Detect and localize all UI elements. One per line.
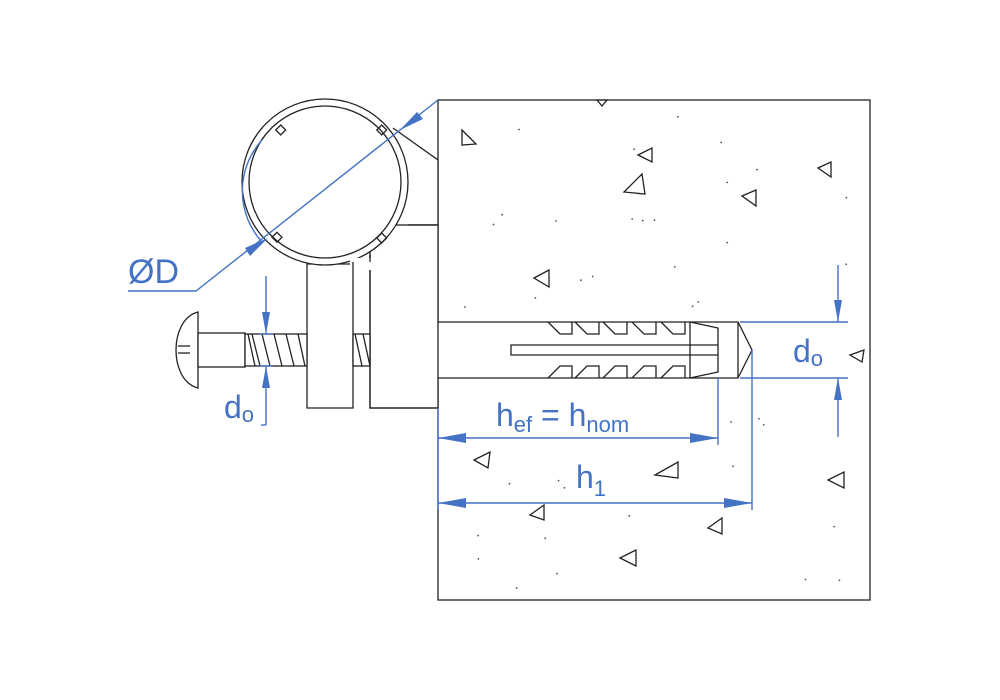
plug-teeth: [547, 321, 686, 379]
screw-threads: [247, 333, 371, 367]
aggregate-dot: [580, 279, 582, 282]
d0-right-label: do: [793, 333, 823, 371]
plug-tooth: [574, 365, 600, 379]
plug-tooth: [660, 321, 686, 335]
aggregate-triangle: [622, 172, 646, 195]
plug-tooth: [631, 321, 657, 335]
clamp-notches: [271, 124, 388, 244]
dimension-h1: h1: [438, 350, 753, 510]
aggregate-dot: [758, 417, 760, 420]
aggregate-triangle: [532, 268, 550, 289]
aggregate-dot: [653, 219, 656, 222]
aggregate-dot: [518, 128, 520, 131]
aggregate-dot: [464, 306, 466, 308]
aggregate-triangle: [652, 460, 679, 479]
aggregate-dot: [557, 479, 560, 482]
plug-tooth: [574, 321, 600, 335]
diameter-label: ØD: [128, 253, 179, 291]
wall-plug: [438, 321, 753, 379]
aggregate-dot: [628, 514, 631, 517]
aggregate-triangle: [848, 349, 865, 364]
aggregate-triangle: [472, 450, 491, 470]
aggregate-dot: [677, 115, 679, 118]
dimension-hef: hef = hnom: [437, 378, 719, 510]
plug-tooth: [602, 365, 628, 379]
screw: [175, 311, 371, 389]
aggregate-dot: [515, 587, 518, 589]
aggregate-dot: [534, 296, 537, 299]
aggregate-dot: [691, 305, 694, 308]
aggregate-dot: [762, 423, 765, 426]
aggregate-dot: [477, 557, 480, 560]
aggregate-dot: [501, 213, 504, 216]
dimension-d0-screw: do: [224, 276, 273, 427]
aggregate-triangle: [461, 128, 478, 146]
aggregate-triangles: [461, 99, 865, 568]
hef-label: hef = hnom: [496, 397, 629, 437]
aggregate-triangle: [816, 160, 832, 179]
pipe-clamp: [241, 98, 439, 409]
aggregate-dot: [673, 265, 676, 268]
aggregate-triangle: [740, 189, 757, 208]
aggregate-dot: [591, 275, 594, 278]
aggregate-triangle: [706, 516, 723, 535]
aggregate-dot: [732, 465, 734, 468]
aggregate-dot: [726, 241, 729, 244]
dimension-diameter: ØD: [128, 99, 439, 292]
aggregate-dot: [730, 421, 732, 423]
aggregate-dot: [544, 537, 547, 540]
aggregate-triangle: [528, 503, 545, 521]
aggregate-dot: [756, 168, 758, 171]
aggregate-triangle: [636, 146, 653, 164]
plug-tooth: [547, 365, 573, 379]
aggregate-dot: [477, 534, 479, 537]
aggregate-dot: [838, 579, 841, 582]
aggregate-dots: [464, 115, 848, 589]
aggregate-dot: [508, 482, 511, 485]
aggregate-dot: [726, 181, 729, 184]
aggregate-dot: [833, 525, 836, 528]
aggregate-dot: [804, 578, 807, 581]
aggregate-dot: [641, 219, 644, 222]
concrete-block: [437, 99, 871, 601]
aggregate-dot: [556, 572, 558, 575]
aggregate-dot: [845, 196, 848, 199]
aggregate-dot: [697, 300, 700, 303]
aggregate-triangle: [826, 470, 845, 490]
aggregate-dot: [633, 148, 636, 151]
aggregate-dot: [631, 218, 634, 220]
aggregate-triangle: [618, 548, 637, 568]
plug-tooth: [547, 321, 573, 335]
plug-tooth: [631, 365, 657, 379]
aggregate-dot: [492, 223, 495, 226]
d0-left-label: do: [224, 389, 254, 427]
aggregate-triangle: [595, 99, 609, 108]
dimension-d0-hole: do: [740, 265, 848, 437]
aggregate-dot: [555, 220, 557, 222]
aggregate-dot: [845, 263, 848, 266]
h1-label: h1: [576, 459, 606, 501]
plug-tooth: [660, 365, 686, 379]
aggregate-dot: [720, 141, 723, 144]
aggregate-dot: [563, 486, 566, 489]
plug-tooth: [602, 321, 628, 335]
